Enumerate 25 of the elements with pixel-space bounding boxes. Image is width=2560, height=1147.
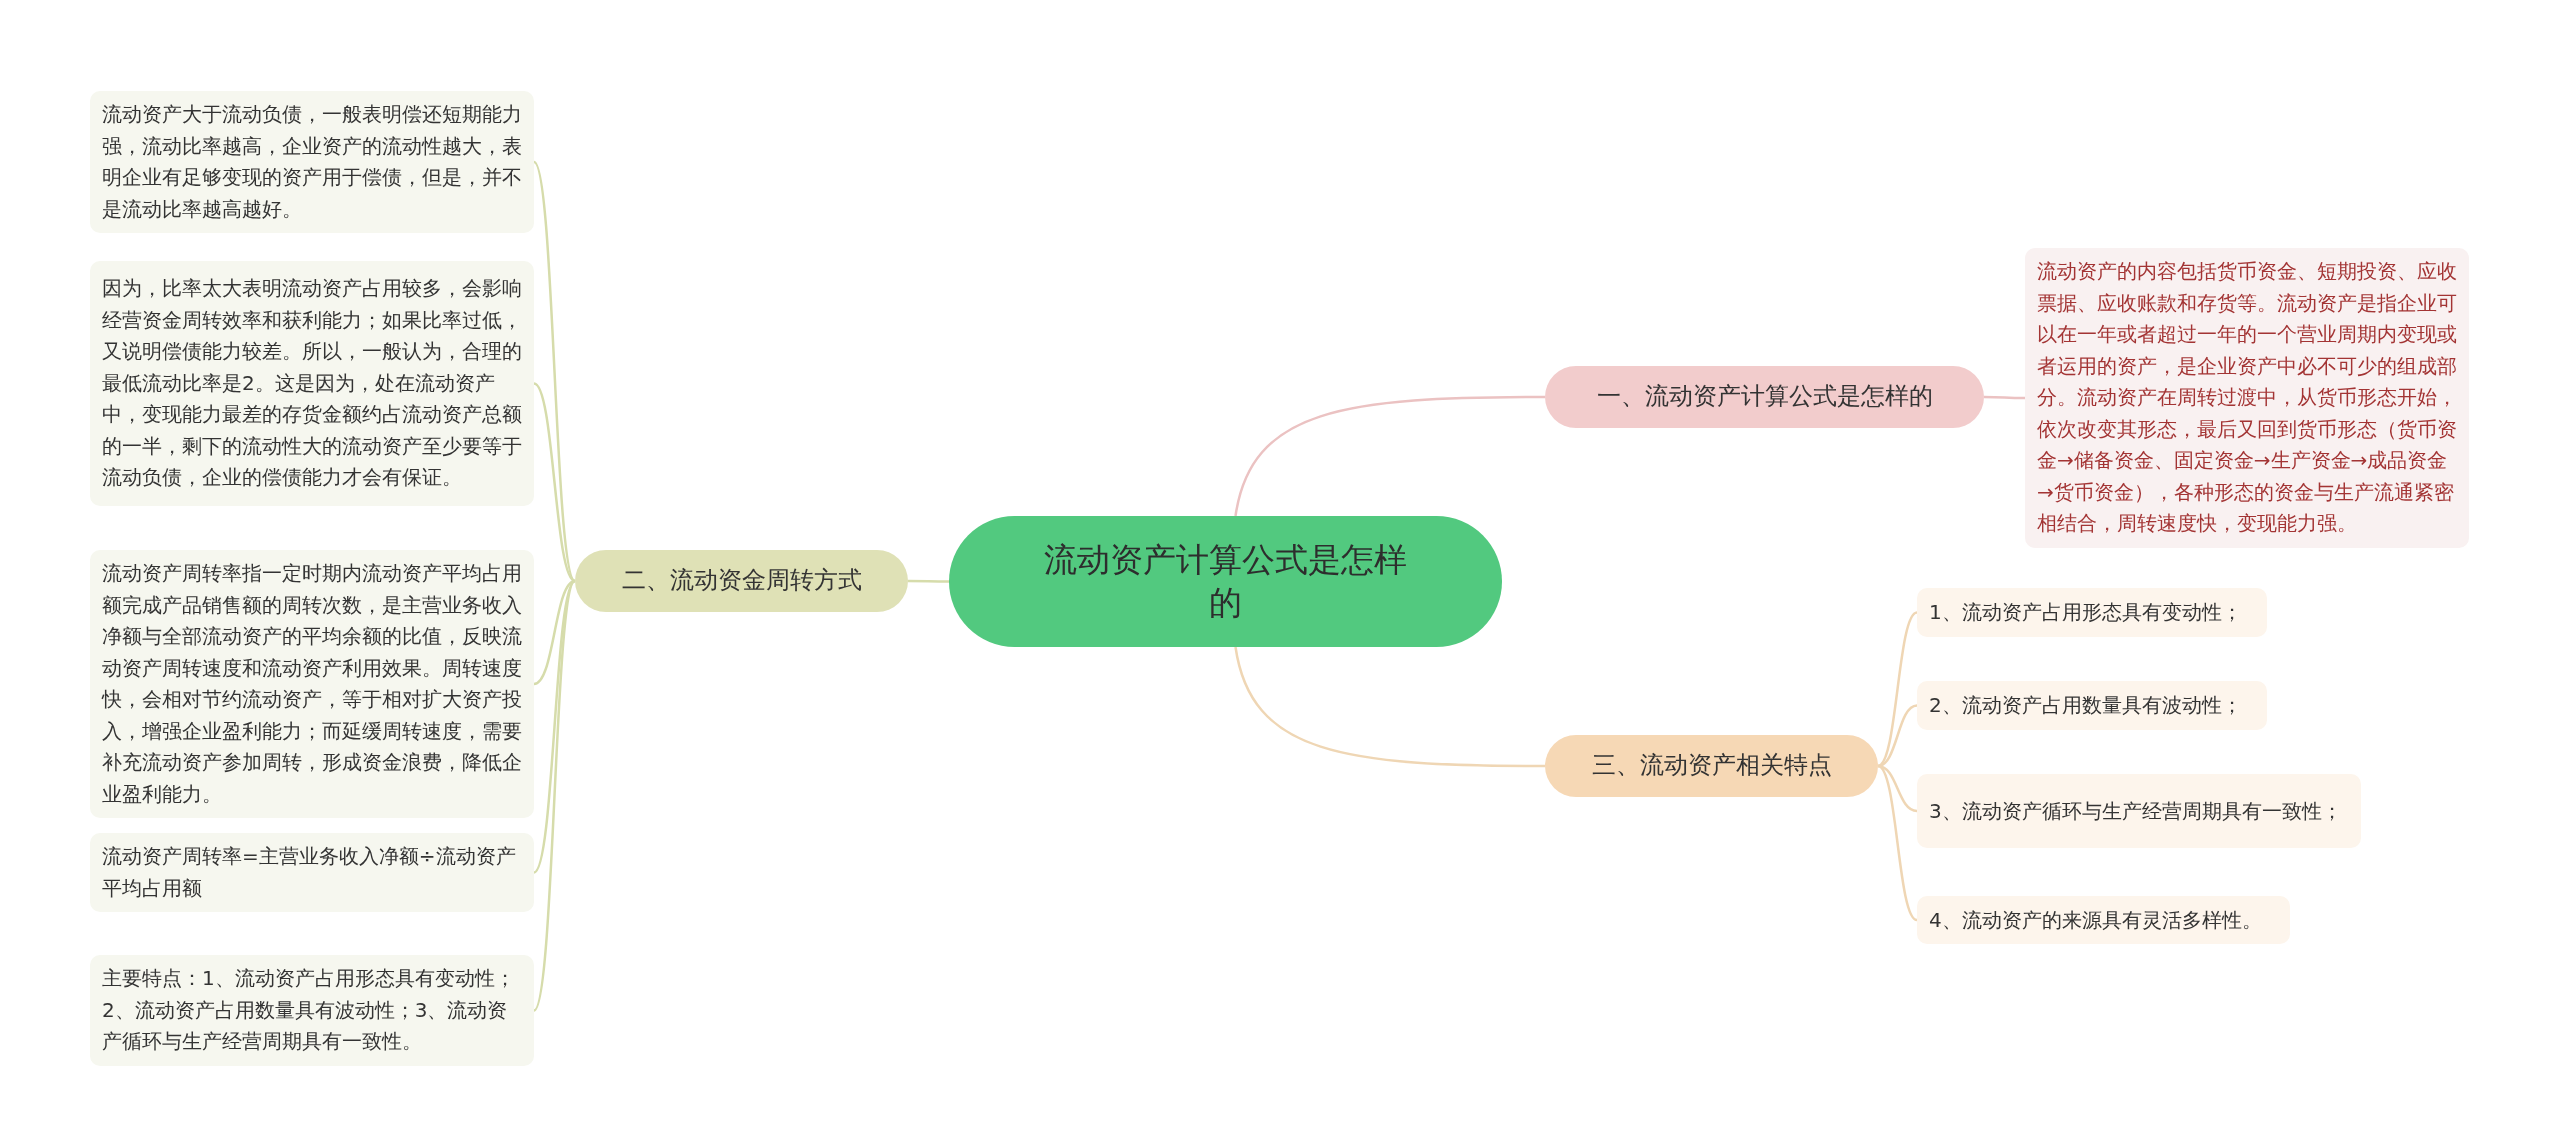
connector (532, 580, 577, 1012)
topic-pill: 三、流动资产相关特点 (1545, 735, 1878, 797)
note-card: 主要特点：1、流动资产占用形态具有变动性；2、流动资产占用数量具有波动性；3、流动资产循环与生产经营周期具有一致性。 (90, 955, 534, 1066)
connector (1877, 704, 1918, 768)
connector (1234, 646, 1545, 768)
central-topic: 流动资产计算公式是怎样的 (949, 516, 1502, 647)
connector (533, 580, 576, 874)
note-card: 4、流动资产的来源具有灵活多样性。 (1917, 896, 2290, 944)
connector (533, 382, 576, 582)
note-card: 2、流动资产占用数量具有波动性； (1917, 681, 2267, 730)
note-card: 流动资产大于流动负债，一般表明偿还短期能力强，流动比率越高，企业资产的流动性越大，表明企业有足够变现的资产用于偿债，但是，并不是流动比率越高越好。 (90, 91, 534, 233)
connector (533, 579, 576, 686)
connector (908, 579, 949, 583)
note-card: 1、流动资产占用形态具有变动性； (1917, 588, 2267, 637)
connector (1234, 395, 1545, 517)
note-card: 流动资产的内容包括货币资金、短期投资、应收票据、应收账款和存货等。流动资产是指企业可以在一年或者超过一年的一个营业周期内变现或者运用的资产，是企业资产中必不可少的组成部分。流动资产在周转过渡中，从货币形态开始，依次改变其形态，最后又回到货币形态（货币资金→储备资金、固定资金→生产资金→成品资金→货币资金），各种形态的资金与生产流通紧密相结合，周转速度快，变现能力强。 (2025, 248, 2469, 548)
connector (1877, 764, 1918, 813)
topic-pill: 二、流动资金周转方式 (575, 550, 908, 612)
topic-pill: 一、流动资产计算公式是怎样的 (1545, 366, 1984, 428)
connector (1877, 764, 1918, 922)
connector (1984, 395, 2025, 400)
note-card: 流动资产周转率指一定时期内流动资产平均占用额完成产品销售额的周转次数，是主营业务收入净额与全部流动资产的平均余额的比值，反映流动资产周转速度和流动资产利用效果。周转速度快，会相对节约流动资产，等于相对扩大资产投入，增强企业盈利能力；而延缓周转速度，需要补充流动资产参加周转，形成资金浪费，降低企业盈利能力。 (90, 550, 534, 818)
note-card: 3、流动资产循环与生产经营周期具有一致性； (1917, 774, 2361, 848)
note-card: 因为，比率太大表明流动资产占用较多，会影响经营资金周转效率和获利能力；如果比率过低，又说明偿债能力较差。所以，一般认为，合理的最低流动比率是2。这是因为，处在流动资产中，变现能力最差的存货金额约占流动资产总额的一半，剩下的流动性大的流动资产至少要等于流动负债，企业的偿债能力才会有保证。 (90, 261, 534, 506)
note-card: 流动资产周转率=主营业务收入净额÷流动资产平均占用额 (90, 833, 534, 912)
